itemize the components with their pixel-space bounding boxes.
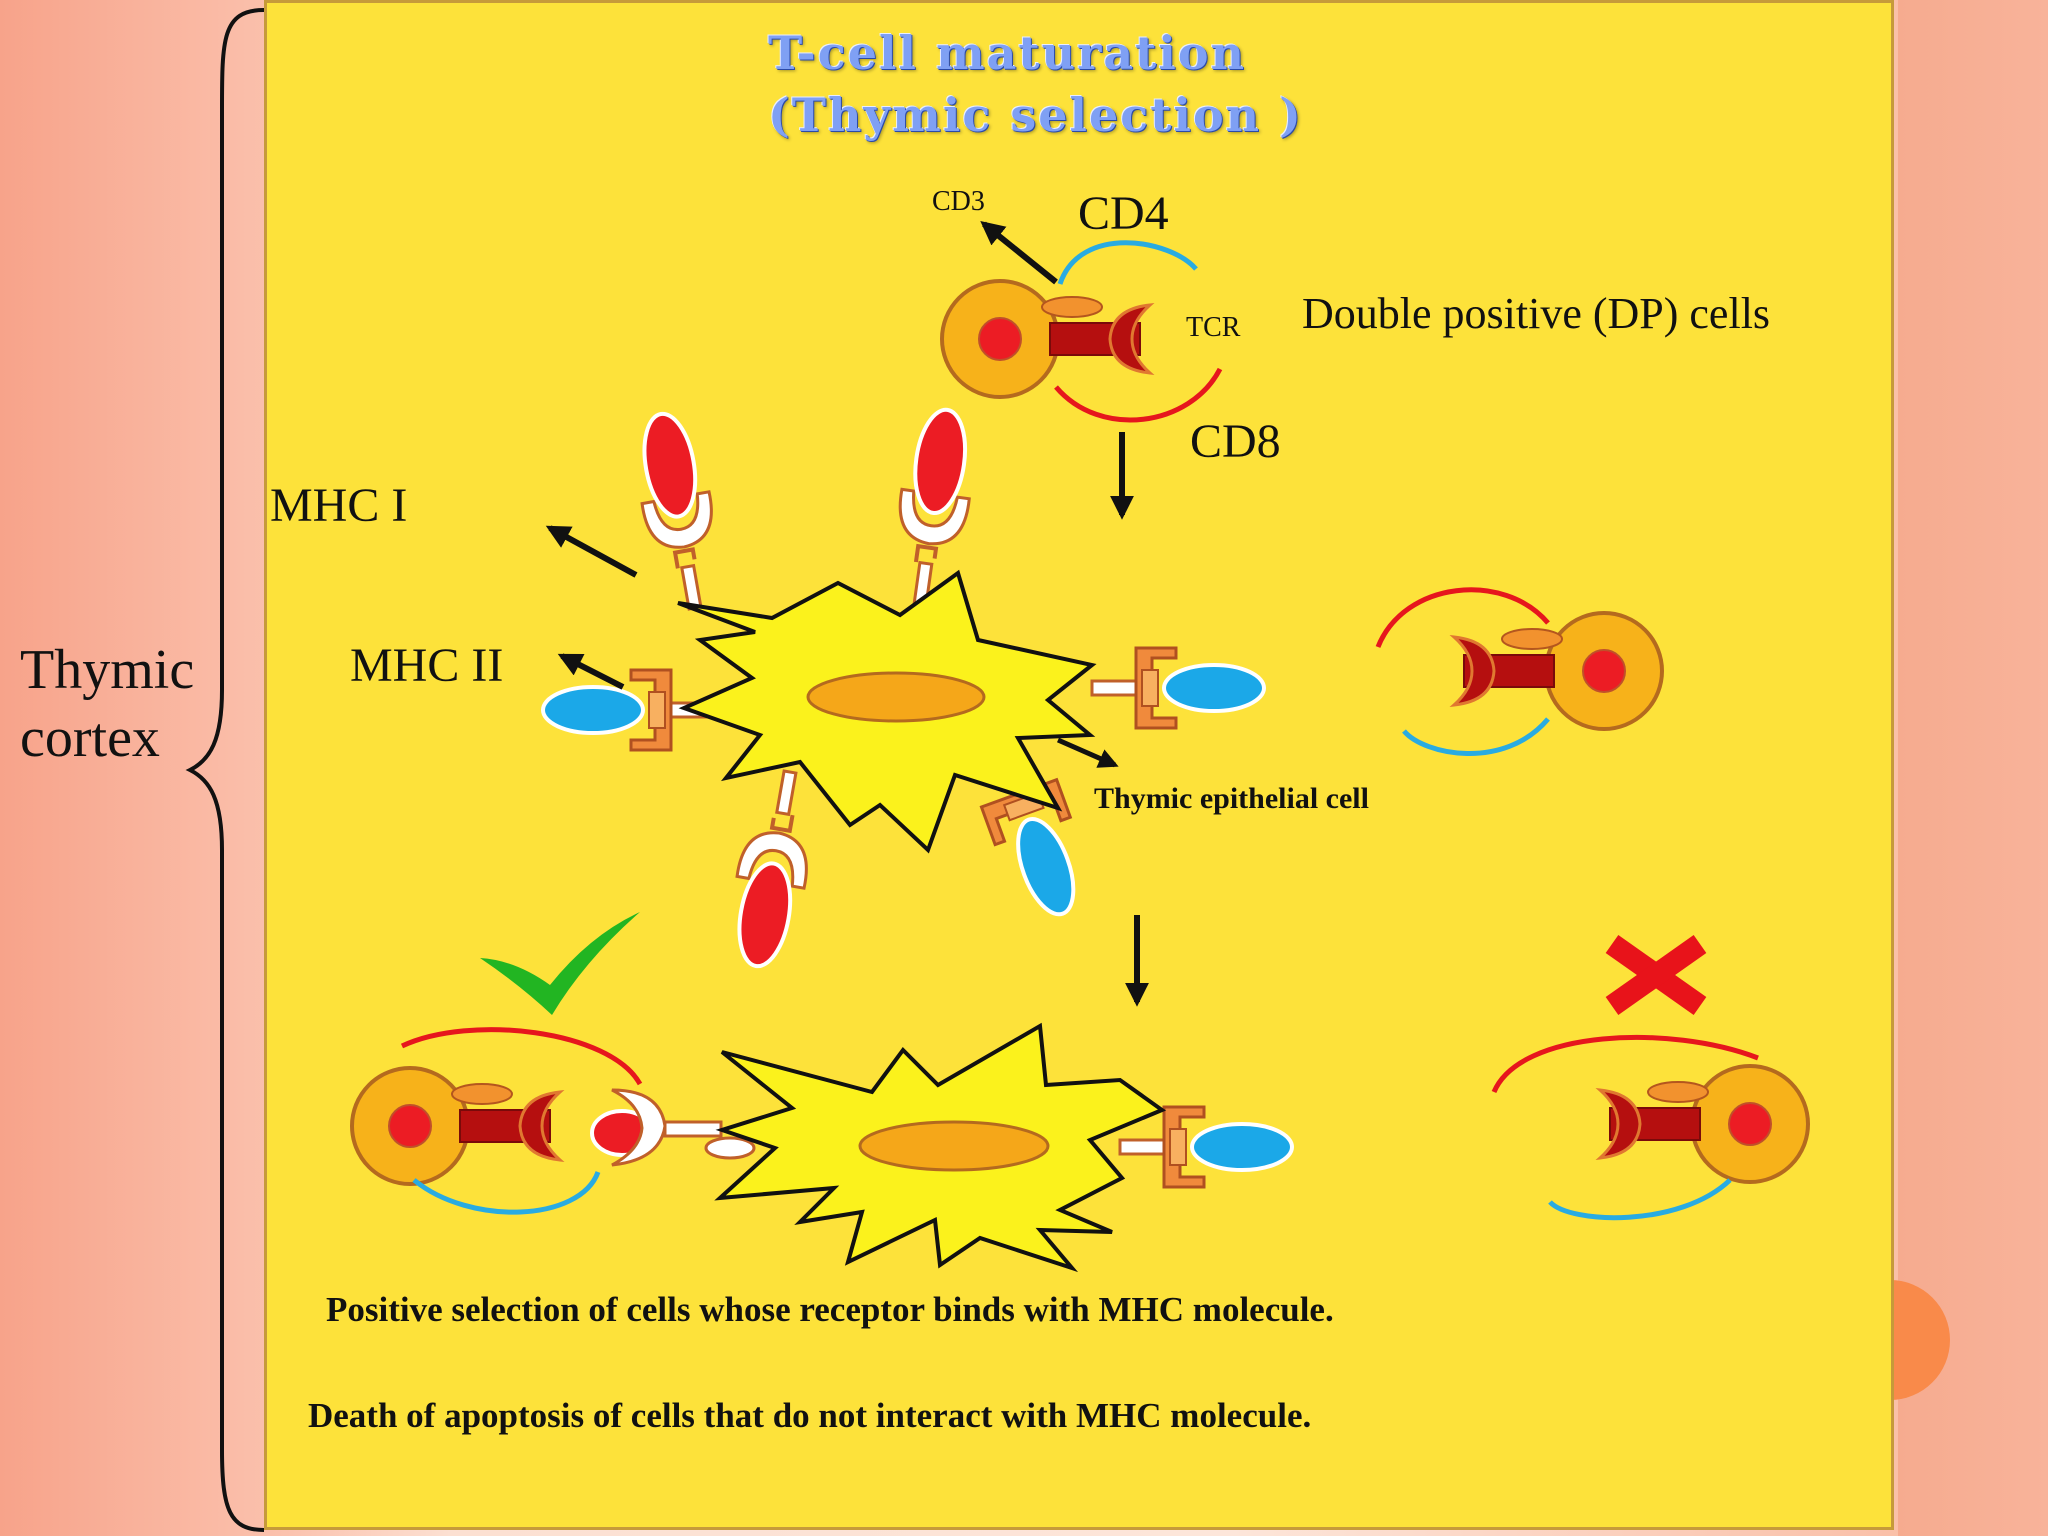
- mhc2-arrow: [557, 653, 625, 690]
- label-thymic-epithelial-cell: Thymic epithelial cell: [1094, 782, 1369, 815]
- statement-apoptosis: Death of apoptosis of cells that do not …: [308, 1396, 1312, 1435]
- left-curly-brace: [185, 8, 265, 1532]
- selected-tcell: [350, 1027, 643, 1215]
- cross-icon: [1605, 935, 1707, 1015]
- title-line-1: T-cell maturation: [768, 26, 1247, 80]
- label-cortex: cortex: [20, 707, 160, 769]
- label-cd3: CD3: [932, 186, 985, 217]
- title-line-2: (Thymic selection ): [768, 88, 1303, 142]
- statement-positive-selection: Positive selection of cells whose recept…: [326, 1290, 1334, 1329]
- label-mhc1: MHC I: [270, 479, 408, 532]
- label-mhc2: MHC II: [350, 639, 504, 692]
- background-right-strip: [1898, 0, 2048, 1536]
- cd3-arrow: [980, 220, 1058, 285]
- check-icon: [480, 912, 640, 1015]
- dp-tcell-right: [1375, 587, 1664, 756]
- mhc1-arrow: [545, 525, 638, 578]
- bound-mhc1: [590, 1088, 756, 1167]
- label-cd4: CD4: [1078, 187, 1169, 240]
- label-thymic: Thymic: [20, 639, 195, 701]
- epithelial-arrow: [1056, 737, 1119, 768]
- label-tcr: TCR: [1186, 312, 1241, 343]
- label-cd8: CD8: [1190, 415, 1281, 468]
- rejected-tcell: [1491, 1034, 1810, 1221]
- label-double-positive: Double positive (DP) cells: [1302, 289, 1771, 338]
- dp-tcell-top: [940, 240, 1223, 423]
